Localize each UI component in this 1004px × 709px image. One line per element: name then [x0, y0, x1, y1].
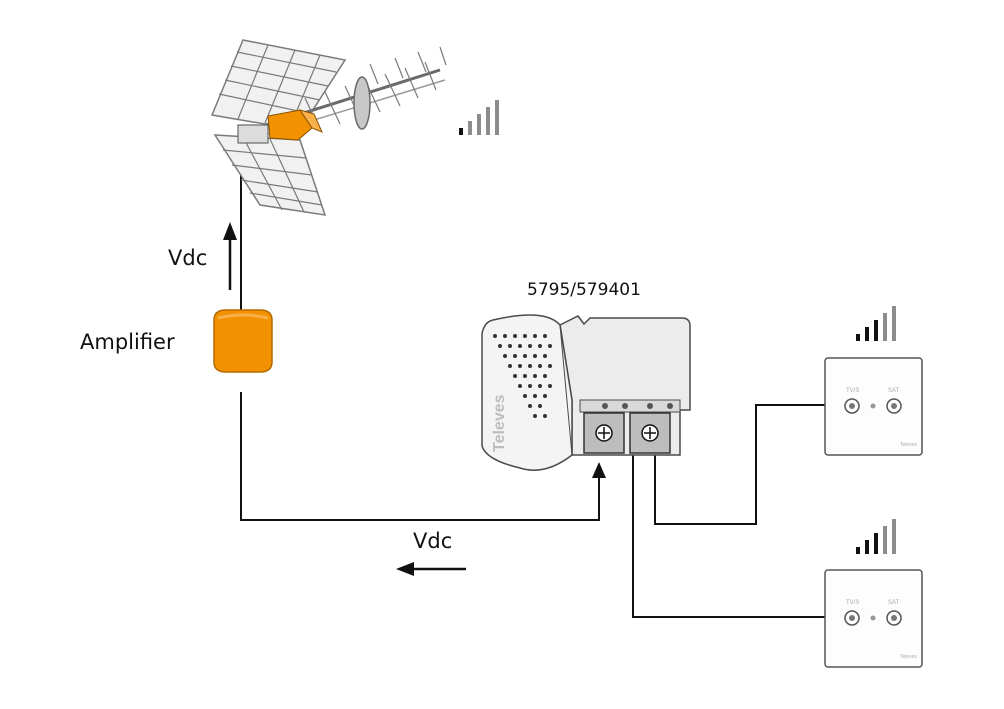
psu-brand-text: Televes — [491, 394, 508, 452]
vdc-label-upper: Vdc — [168, 246, 208, 270]
cable-psu-to-outlet-2 — [632, 455, 825, 618]
arrow-into-psu — [592, 462, 606, 478]
signal-icon-outlet-2 — [856, 519, 896, 554]
signal-icon-outlet-1 — [856, 306, 896, 341]
outlet-2-port-left-label: TV/S — [846, 600, 859, 606]
outlet-1-port-left-label: TV/S — [846, 388, 859, 394]
arrow-left-vdc — [396, 562, 466, 576]
outlet-1-port-right-label: SAT — [888, 388, 900, 394]
wall-outlet-icon: TV/S SAT Televes — [824, 357, 923, 456]
amplifier-label: Amplifier — [80, 330, 175, 354]
power-supply-model-label: 5795/579401 — [527, 280, 641, 300]
mast-amplifier-icon — [213, 309, 273, 373]
outlet-2-port-right-label: SAT — [888, 600, 900, 606]
cables — [240, 148, 825, 618]
signal-icon-antenna — [459, 100, 499, 135]
vdc-label-lower: Vdc — [413, 529, 453, 553]
f-connector-right — [641, 424, 659, 442]
cable-amplifier-to-psu — [240, 392, 600, 521]
yagi-antenna-icon — [210, 39, 447, 216]
outlet-2-brand: Televes — [900, 654, 917, 660]
arrow-up-vdc — [223, 222, 237, 290]
wall-outlet-icon: TV/S SAT Televes — [824, 569, 923, 668]
cable-psu-to-outlet-1 — [654, 404, 825, 525]
outlet-1-brand: Televes — [900, 442, 917, 448]
power-supply-unit-icon: Televes — [481, 314, 691, 471]
vent-holes — [493, 334, 552, 418]
f-connector-left — [595, 424, 613, 442]
